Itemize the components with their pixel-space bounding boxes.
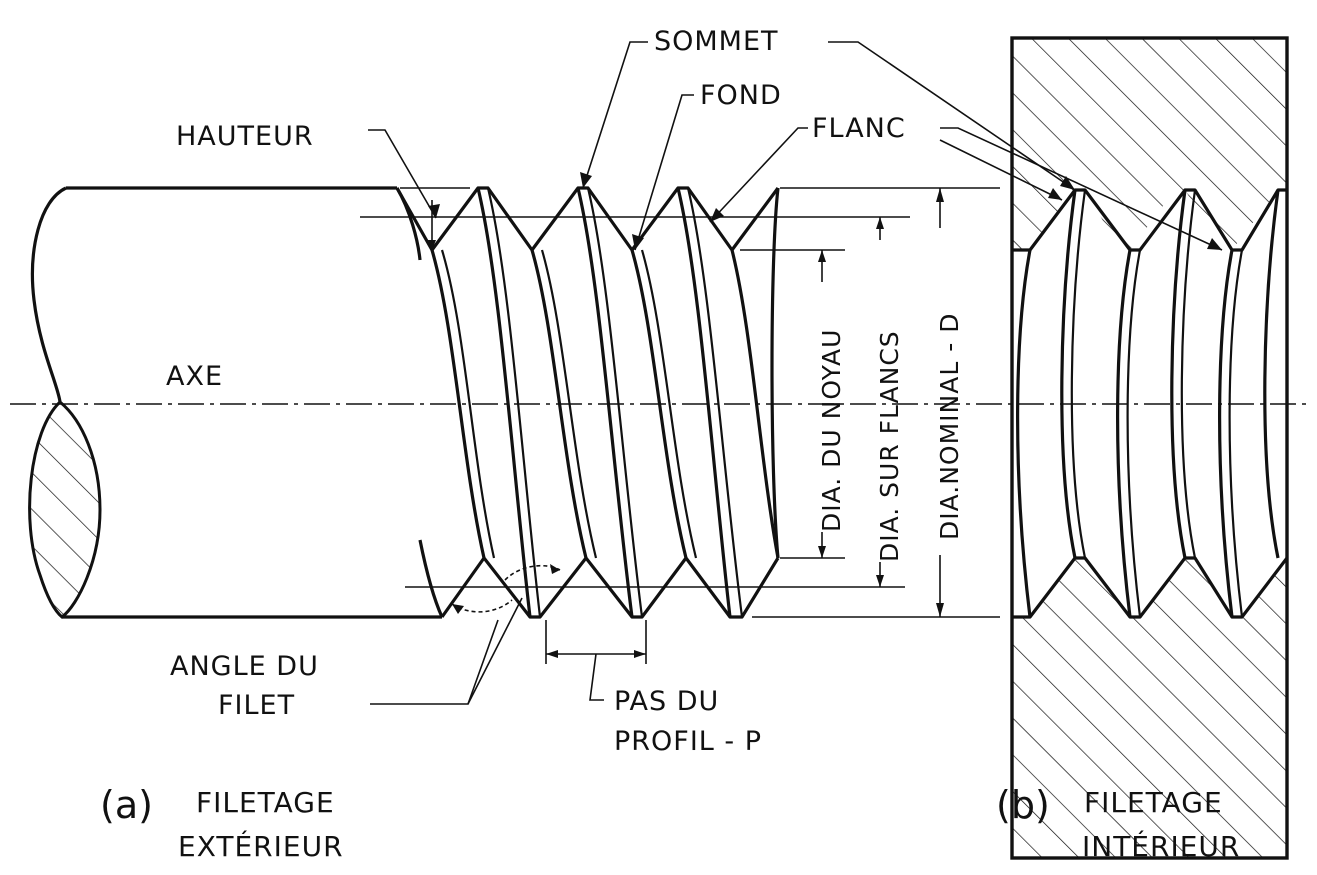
nut-hatch-bottom xyxy=(1012,558,1287,858)
nut-hatch-top xyxy=(1012,38,1287,250)
caption-b-letter: (b) xyxy=(996,783,1050,827)
caption-a-line1: FILETAGE xyxy=(196,786,335,819)
label-pas-line2: PROFIL - P xyxy=(614,726,762,757)
label-dia-flancs: DIA. SUR FLANCS xyxy=(875,330,904,562)
label-pas-line1: PAS DU xyxy=(614,686,719,717)
shaft-break-line xyxy=(30,186,67,403)
caption-b-line1: FILETAGE xyxy=(1084,786,1223,819)
label-hauteur: HAUTEUR xyxy=(176,121,314,152)
internal-thread xyxy=(1010,36,1289,860)
label-angle-line2: FILET xyxy=(218,690,295,721)
caption-a-line2: EXTÉRIEUR xyxy=(178,829,344,863)
thread-helix-lines xyxy=(430,187,780,618)
label-fond: FOND xyxy=(700,80,782,111)
caption-a-letter: (a) xyxy=(100,783,153,827)
external-thread xyxy=(28,186,1000,619)
label-dia-noyau: DIA. DU NOYAU xyxy=(817,329,846,532)
label-angle-line1: ANGLE DU xyxy=(170,651,319,682)
label-axe: AXE xyxy=(166,361,223,392)
label-dia-nominal: DIA.NOMINAL - D xyxy=(935,313,964,540)
label-flanc: FLANC xyxy=(812,113,906,144)
nut-outline xyxy=(1010,36,1289,860)
caption-b-line2: INTÉRIEUR xyxy=(1082,829,1240,863)
leaders xyxy=(368,41,1223,705)
label-sommet: SOMMET xyxy=(654,26,779,57)
shaft-section-hatch xyxy=(28,400,102,619)
